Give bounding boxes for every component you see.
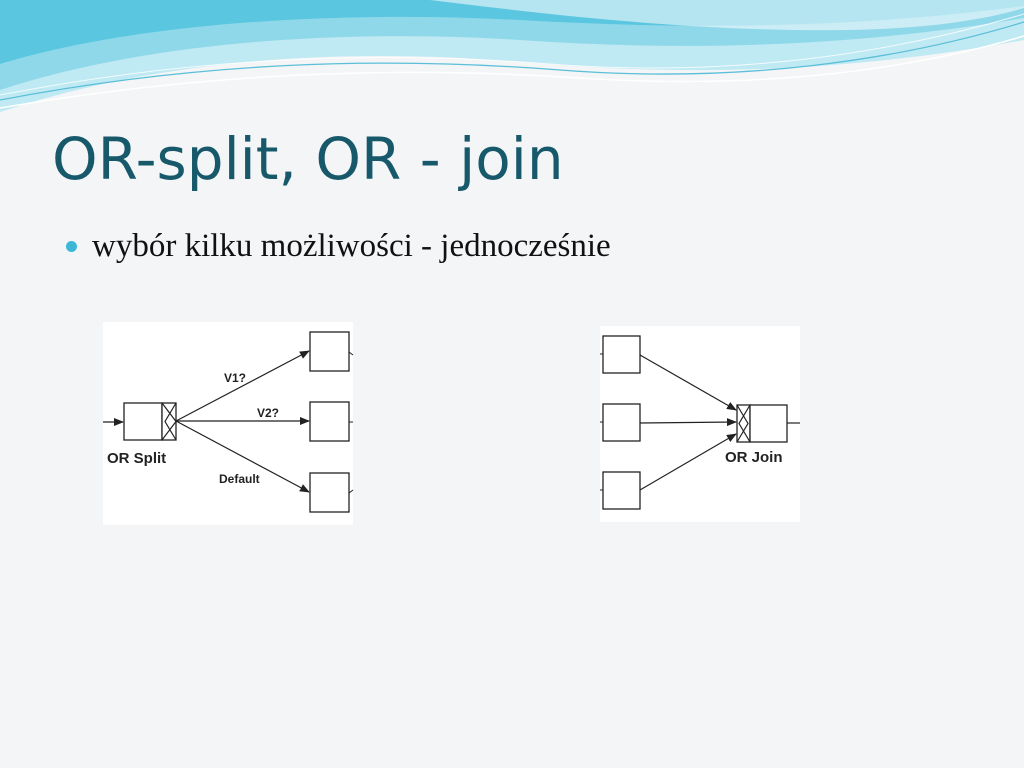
- split-branch-arrow-v1: [175, 350, 310, 422]
- or-split-svg: V1? V2? Default OR Split: [103, 331, 354, 513]
- or-join-diagram: OR Join: [600, 326, 800, 522]
- split-gate-box: [161, 402, 177, 441]
- wave-line-3: [0, 13, 1024, 96]
- bullet-dot-icon: [66, 241, 77, 252]
- wave-top-highlight: [430, 0, 1024, 31]
- split-gate-symbol-inner: [164, 402, 177, 441]
- split-target-tick-1: [348, 351, 354, 356]
- split-target-box-1: [309, 331, 350, 372]
- split-target-box-3: [309, 472, 350, 513]
- wave-line-2: [0, 35, 1024, 109]
- join-gate-symbol-inner: [738, 404, 751, 443]
- join-branch-arrow-3: [639, 433, 737, 491]
- join-source-box-1: [602, 335, 641, 374]
- split-target-tick-3: [348, 489, 354, 494]
- join-branch-arrow-2: [639, 418, 737, 427]
- slide-title: OR-split, OR - join: [52, 125, 564, 193]
- join-gate-symbol: [736, 404, 749, 443]
- branch-label-v1: V1?: [224, 371, 246, 385]
- join-task-box: [749, 404, 788, 443]
- or-join-svg: OR Join: [600, 335, 800, 510]
- or-split-label: OR Split: [107, 450, 166, 467]
- split-target-box-2: [309, 401, 350, 442]
- bullet-text: wybór kilku możliwości - jednocześnie: [92, 228, 611, 264]
- split-branch-arrow-default: [175, 420, 310, 493]
- wave-line-1: [0, 21, 1024, 101]
- branch-label-v2: V2?: [257, 406, 279, 420]
- join-branch-arrow-1: [639, 354, 737, 411]
- header-wave-decoration: [0, 0, 1024, 112]
- join-source-box-3: [602, 471, 641, 510]
- or-split-diagram: V1? V2? Default OR Split: [103, 322, 354, 525]
- or-join-label: OR Join: [725, 449, 783, 466]
- branch-label-default: Default: [219, 472, 260, 486]
- split-task-box: [123, 402, 163, 441]
- join-source-box-2: [602, 403, 641, 442]
- bullet-item: wybór kilku możliwości - jednocześnie: [66, 228, 611, 265]
